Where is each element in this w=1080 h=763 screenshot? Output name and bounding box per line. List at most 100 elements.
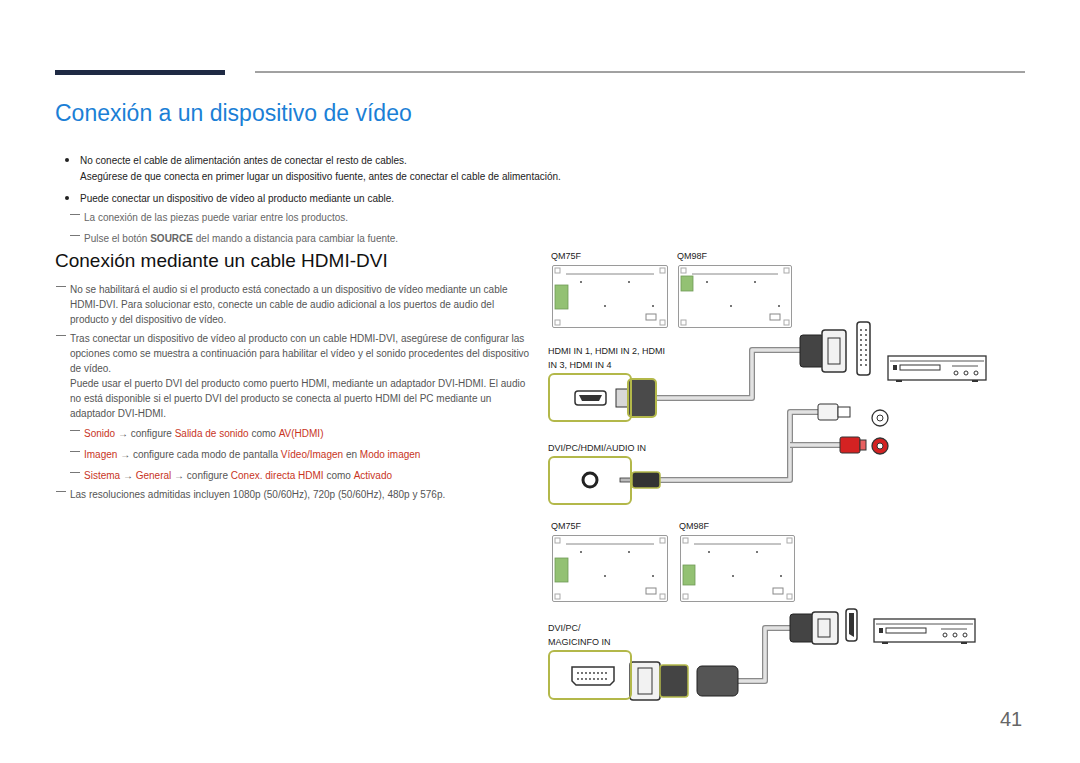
bullet-dot bbox=[65, 196, 69, 200]
dvi-pin bbox=[593, 672, 595, 674]
dvi-pin bbox=[860, 349, 862, 351]
dvi-pin bbox=[860, 329, 862, 331]
product-back-panel: QM75F bbox=[552, 535, 668, 602]
text-run: No se habilitará el audio si el producto… bbox=[70, 284, 508, 325]
dvi-pin bbox=[860, 364, 862, 366]
port-box: DVI/PC/HDMI/AUDIO IN bbox=[548, 456, 632, 505]
port-label: QM98F bbox=[677, 249, 707, 263]
bullet-dot bbox=[65, 158, 69, 162]
hdmi-plug bbox=[818, 619, 830, 637]
hdmi-port bbox=[579, 395, 602, 401]
hdmi-dvi-cable bbox=[655, 350, 802, 398]
hdmi-plug bbox=[790, 614, 814, 642]
dvi-pin bbox=[593, 678, 595, 680]
dvi-cable bbox=[738, 628, 792, 681]
port-label: DVI/PC/ MAGICINFO IN bbox=[548, 621, 630, 649]
body-text: Sistema→General→ configureConex. directa… bbox=[84, 468, 534, 483]
menu-path: Imagen bbox=[84, 449, 117, 460]
body-text: Sonido→ configureSalida de sonidocomoAV(… bbox=[84, 426, 534, 441]
button-name: SOURCE bbox=[150, 233, 193, 244]
dvi-pin bbox=[865, 364, 867, 366]
note-dash bbox=[70, 472, 80, 473]
body-text: Puede usar el puerto DVI del producto co… bbox=[70, 376, 532, 421]
port-label: QM75F bbox=[551, 519, 581, 533]
dvi-pin bbox=[597, 678, 599, 680]
rca-plug-white bbox=[818, 404, 838, 420]
note-dash bbox=[56, 335, 66, 336]
body-text: Tras conectar un dispositivo de vídeo al… bbox=[70, 331, 532, 376]
menu-path: Salida de sonido bbox=[175, 428, 249, 439]
text-run: en bbox=[346, 449, 357, 460]
body-text: Asegúrese de que conecta en primer lugar… bbox=[80, 169, 700, 184]
dvi-plug bbox=[800, 335, 824, 367]
rca-plug-red bbox=[860, 440, 866, 450]
menu-path: General bbox=[136, 470, 172, 481]
menu-path: AV(HDMI) bbox=[279, 428, 324, 439]
text-run: 41 bbox=[1000, 708, 1022, 730]
note-dash bbox=[70, 451, 80, 452]
port-area bbox=[555, 285, 568, 309]
text-run: del mando a distancia para cambiar la fu… bbox=[196, 233, 398, 244]
hdmi-dvi-cable bbox=[655, 350, 802, 398]
dvi-pin bbox=[577, 672, 579, 674]
port-box: HDMI IN 1, HDMI IN 2, HDMI IN 3, HDMI IN… bbox=[548, 373, 632, 422]
hdmi-port bbox=[846, 609, 857, 641]
dvi-pin bbox=[605, 672, 607, 674]
hdmi-plug bbox=[628, 379, 656, 417]
video-player bbox=[874, 619, 975, 644]
dvi-pin bbox=[581, 678, 583, 680]
dvi-pin bbox=[865, 359, 867, 361]
dvi-pin bbox=[581, 672, 583, 674]
dvi-plug bbox=[660, 665, 688, 697]
panel-detail bbox=[683, 538, 792, 599]
video-player bbox=[888, 356, 986, 382]
rca-jack-white bbox=[872, 410, 888, 426]
text-run: Puede usar el puerto DVI del producto co… bbox=[70, 378, 525, 419]
dvi-pin bbox=[601, 678, 603, 680]
text-run: → configure bbox=[174, 470, 228, 481]
text-run: → bbox=[123, 470, 133, 481]
panel-detail bbox=[681, 268, 789, 325]
hdmi-plug bbox=[812, 612, 838, 644]
menu-path: Conex. directa HDMI bbox=[231, 470, 324, 481]
port-area bbox=[683, 565, 695, 585]
audio-plug bbox=[632, 472, 660, 488]
menu-path: Vídeo/Imagen bbox=[281, 449, 343, 460]
rca-plug-red bbox=[840, 437, 860, 453]
dvi-cable bbox=[738, 628, 792, 681]
note-dash bbox=[56, 286, 66, 287]
port-area bbox=[681, 276, 693, 291]
text-run: Las resoluciones admitidas incluyen 1080… bbox=[70, 489, 445, 500]
port-box: DVI/PC/ MAGICINFO IN bbox=[548, 650, 632, 700]
note-dash bbox=[70, 214, 80, 215]
dvi-pin bbox=[589, 678, 591, 680]
text-run: No conecte el cable de alimentación ante… bbox=[80, 155, 407, 166]
text-run: La conexión de las piezas puede variar e… bbox=[84, 212, 348, 223]
dvi-plug bbox=[630, 662, 660, 700]
dvi-pin bbox=[865, 354, 867, 356]
dvi-pin bbox=[865, 344, 867, 346]
text-run: Puede conectar un dispositivo de vídeo a… bbox=[80, 193, 394, 204]
dvi-plug bbox=[822, 330, 846, 372]
dvi-pin bbox=[585, 678, 587, 680]
text-run: como bbox=[251, 428, 275, 439]
hdmi-port bbox=[575, 391, 606, 405]
dvi-port bbox=[572, 667, 614, 685]
dvi-pin bbox=[860, 359, 862, 361]
hdmi-plug bbox=[697, 666, 738, 696]
dvi-pin bbox=[860, 354, 862, 356]
note-dash bbox=[70, 430, 80, 431]
text-run: Conexión mediante un cable HDMI-DVI bbox=[55, 250, 388, 271]
menu-path: Sistema bbox=[84, 470, 120, 481]
section-heading: Conexión mediante un cable HDMI-DVI bbox=[55, 249, 525, 273]
dvi-pin bbox=[605, 678, 607, 680]
dvi-pin bbox=[585, 672, 587, 674]
port-label: HDMI IN 1, HDMI IN 2, HDMI IN 3, HDMI IN… bbox=[548, 344, 666, 372]
header-bar bbox=[55, 70, 225, 75]
rca-plug-white bbox=[838, 407, 850, 417]
text-run: como bbox=[326, 470, 350, 481]
port-area bbox=[555, 558, 568, 582]
text-run: Pulse el botón bbox=[84, 233, 147, 244]
dvi-pin bbox=[865, 349, 867, 351]
